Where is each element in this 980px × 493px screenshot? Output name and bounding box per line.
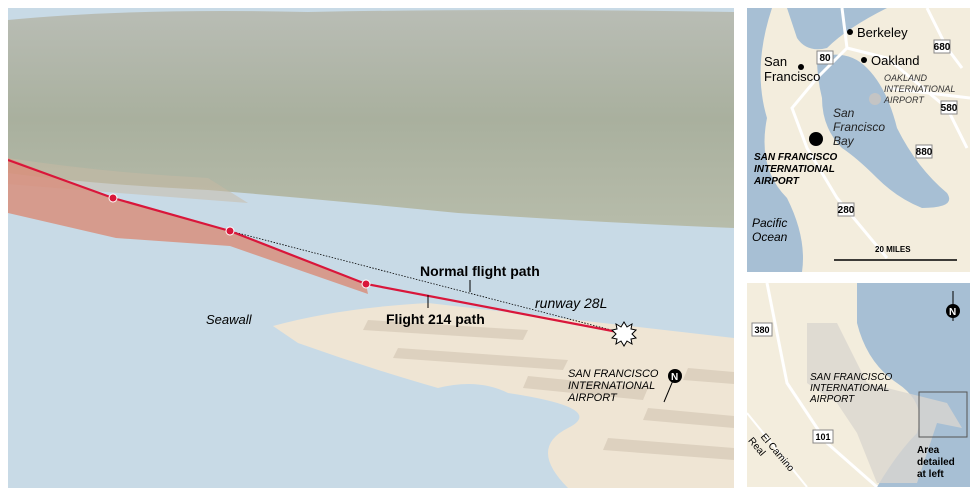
crash-burst-icon (610, 321, 638, 347)
svg-text:N: N (949, 307, 956, 318)
normal-path-label: Normal flight path (420, 263, 540, 279)
bay-area-locator-map: 80 680 580 880 280 Berkeley Oakland San … (747, 8, 970, 272)
svg-text:at left: at left (917, 469, 944, 480)
city-san-francisco: San (764, 54, 787, 69)
seawall-label: Seawall (206, 312, 253, 327)
svg-text:N: N (671, 372, 678, 383)
pacific-ocean (747, 8, 803, 272)
bay-label: San Francisco Bay (833, 106, 885, 148)
sf-bay (817, 54, 950, 208)
svg-text:Francisco: Francisco (833, 120, 885, 134)
airport-icon (869, 93, 881, 105)
svg-text:SAN FRANCISCO: SAN FRANCISCO (754, 152, 838, 163)
sfo-label: SAN FRANCISCO INTERNATIONAL AIRPORT (753, 152, 838, 187)
svg-text:Area: Area (917, 445, 940, 456)
north-arrow-icon: N (663, 369, 682, 403)
oakland-airport-label: OAKLAND INTERNATIONAL AIRPORT (883, 73, 955, 105)
path-point (225, 226, 235, 236)
city-berkeley: Berkeley (857, 25, 908, 40)
svg-text:80: 80 (819, 53, 831, 64)
svg-text:detailed: detailed (917, 457, 955, 468)
flight-path-label: Flight 214 path (386, 311, 485, 327)
svg-text:280: 280 (838, 205, 855, 216)
svg-text:SAN FRANCISCO: SAN FRANCISCO (810, 372, 892, 383)
svg-text:INTERNATIONAL: INTERNATIONAL (754, 164, 835, 175)
svg-text:OAKLAND: OAKLAND (884, 73, 928, 83)
svg-text:580: 580 (941, 103, 958, 114)
svg-text:AIRPORT: AIRPORT (883, 95, 925, 105)
scale-label: 20 MILES (875, 245, 911, 254)
airport-runways (807, 323, 962, 483)
svg-text:AIRPORT: AIRPORT (753, 176, 800, 187)
sfo-airport-icon (809, 132, 823, 146)
svg-text:101: 101 (815, 432, 830, 442)
svg-text:AIRPORT: AIRPORT (809, 394, 855, 405)
ocean-label: Pacific Ocean (752, 216, 788, 244)
runway-label: runway 28L (535, 295, 607, 311)
path-point (108, 193, 118, 203)
detail-label: Area detailed at left (917, 445, 955, 480)
svg-text:Francisco: Francisco (764, 69, 820, 84)
svg-text:San: San (833, 106, 855, 120)
city-oakland: Oakland (871, 53, 919, 68)
svg-text:SAN FRANCISCO: SAN FRANCISCO (568, 368, 659, 380)
svg-text:AIRPORT: AIRPORT (567, 392, 618, 404)
svg-text:INTERNATIONAL: INTERNATIONAL (568, 380, 655, 392)
terrain (8, 10, 734, 228)
svg-text:880: 880 (916, 147, 933, 158)
airport-label: SAN FRANCISCO INTERNATIONAL AIRPORT (809, 372, 892, 405)
svg-text:380: 380 (754, 325, 769, 335)
detail-area-box (918, 391, 968, 438)
path-point (361, 279, 371, 289)
airport-label: SAN FRANCISCO INTERNATIONAL AIRPORT (567, 368, 659, 404)
svg-text:INTERNATIONAL: INTERNATIONAL (884, 84, 955, 94)
sfo-locator-map: 380 101 SAN FRANCISCO INTERNATIONAL AIRP… (747, 283, 970, 487)
north-arrow-icon: N (946, 291, 960, 321)
svg-text:Pacific: Pacific (752, 216, 787, 230)
svg-text:INTERNATIONAL: INTERNATIONAL (810, 383, 889, 394)
main-flight-map: Normal flight path Flight 214 path runwa… (8, 8, 734, 488)
svg-text:680: 680 (934, 42, 951, 53)
svg-text:Bay: Bay (833, 134, 855, 148)
descent-shadow (8, 158, 368, 294)
highway-shields: 80 680 580 880 280 (816, 39, 958, 217)
svg-text:Ocean: Ocean (752, 230, 788, 244)
